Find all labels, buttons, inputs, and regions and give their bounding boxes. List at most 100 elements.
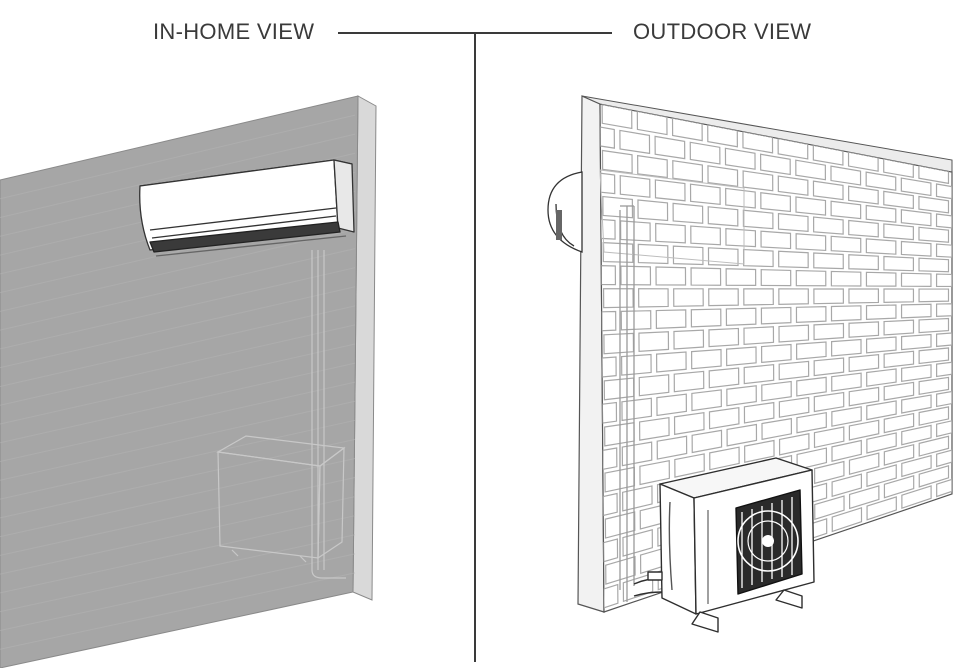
brick: [605, 555, 636, 585]
brick: [918, 226, 950, 243]
brick: [709, 446, 740, 471]
brick: [742, 209, 774, 230]
brick: [639, 459, 670, 486]
brick: [690, 267, 722, 286]
brick: [707, 247, 739, 267]
brick: [601, 149, 633, 174]
brick: [900, 272, 932, 287]
brick: [636, 110, 668, 136]
brick: [901, 424, 932, 446]
brick: [760, 230, 792, 250]
brick: [865, 238, 897, 255]
brick: [936, 361, 952, 378]
brick: [866, 432, 897, 454]
brick: [725, 227, 757, 248]
brick: [725, 187, 756, 209]
brick: [671, 117, 703, 142]
brick: [778, 288, 809, 305]
brick: [866, 368, 897, 387]
brick: [935, 243, 952, 258]
brick: [848, 254, 879, 271]
brick: [935, 183, 952, 200]
brick: [812, 180, 844, 201]
brick: [831, 372, 862, 392]
brick: [654, 135, 686, 160]
brick: [637, 154, 668, 179]
brick: [918, 406, 950, 426]
brick: [743, 401, 775, 424]
brick: [725, 268, 757, 287]
brick: [602, 195, 634, 219]
brick: [621, 441, 653, 467]
brick: [900, 303, 932, 319]
brick-row: [0, 267, 356, 350]
brick: [761, 380, 792, 402]
brick: [726, 385, 757, 407]
brick: [638, 288, 669, 308]
brick: [744, 439, 775, 464]
brick: [637, 243, 669, 265]
brick: [621, 397, 653, 422]
exterior-pipes: [619, 205, 635, 602]
brick: [690, 225, 721, 246]
brick-row: [0, 248, 356, 331]
brick: [865, 271, 897, 287]
brick: [848, 419, 880, 441]
indoor-unit-icon: [139, 159, 355, 257]
brick: [655, 309, 687, 330]
brick: [777, 137, 809, 160]
brick: [638, 331, 670, 352]
brick-row: [0, 572, 356, 650]
brick: [813, 357, 845, 377]
brick: [655, 351, 687, 373]
brick: [795, 269, 827, 287]
brick: [936, 390, 952, 408]
brick: [620, 265, 652, 286]
brick-row: [0, 553, 356, 631]
brick: [689, 183, 721, 206]
brick: [708, 367, 740, 389]
brick: [619, 174, 651, 198]
brick-row: [0, 534, 356, 613]
brick: [656, 435, 688, 460]
brick: [742, 130, 774, 154]
brick: [900, 209, 932, 227]
brick: [778, 433, 810, 456]
brick: [743, 364, 775, 385]
brick: [865, 204, 897, 223]
brick: [830, 270, 862, 287]
brick: [883, 255, 915, 272]
brick: [814, 495, 845, 521]
brick-row: [0, 324, 356, 406]
outdoor-view-label: OUTDOOR VIEW: [633, 19, 812, 44]
brick: [690, 308, 722, 328]
brick: [918, 164, 950, 185]
brick: [743, 326, 775, 345]
brick: [901, 394, 932, 414]
brick: [655, 222, 686, 244]
brick: [936, 478, 952, 498]
brick: [601, 104, 633, 130]
brick: [725, 307, 757, 327]
brick: [848, 321, 880, 338]
brick: [883, 158, 914, 178]
brick: [865, 304, 897, 321]
brick: [637, 199, 669, 222]
brick: [900, 240, 932, 257]
brick: [901, 364, 932, 382]
brick-row: [0, 133, 356, 219]
brick: [848, 185, 879, 205]
brick: [866, 400, 897, 421]
brick: [778, 250, 809, 269]
brick: [830, 338, 862, 357]
brick: [603, 583, 619, 609]
brick: [883, 475, 915, 499]
brick: [936, 420, 952, 438]
brick: [848, 354, 880, 373]
brick: [830, 235, 862, 253]
brick: [813, 322, 845, 341]
brick: [901, 454, 932, 478]
brick: [760, 306, 792, 325]
brick-row: [0, 477, 356, 556]
